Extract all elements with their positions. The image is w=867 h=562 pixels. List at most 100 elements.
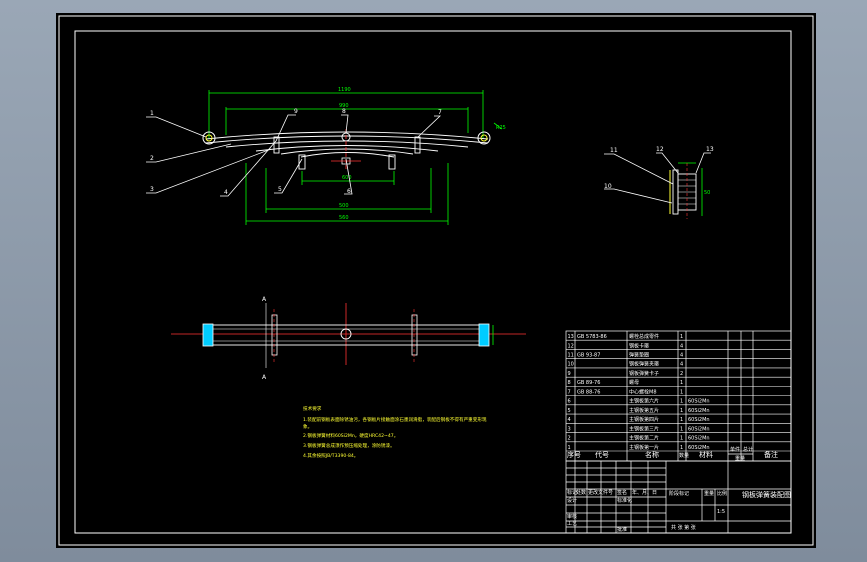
- balloon-10: 10: [604, 183, 612, 190]
- cad-drawing: 1190 990 560 500 600 R25: [58, 15, 814, 546]
- col-name: 名称: [645, 450, 659, 459]
- outer-frame: [58, 15, 814, 546]
- part-no: 7: [568, 389, 571, 395]
- tech-notes: 技术要求 1.装配前钢板表面除锈油污，各钢板片接触面涂石墨润滑脂，装配后钢板不得…: [303, 405, 487, 459]
- col-no: 序号: [567, 450, 581, 459]
- rev-count: 处数: [576, 489, 586, 496]
- part-qty: 4: [680, 362, 683, 368]
- balloon-4: 4: [224, 189, 228, 196]
- front-view: 1190 990 560 500 600 R25: [202, 87, 506, 225]
- tech-note-3: 3.钢板弹簧总成须作预压缩处理，涂防锈漆。: [303, 442, 395, 449]
- balloon-6: 6: [347, 188, 351, 195]
- part-no: 9: [568, 371, 571, 377]
- scale-label: 比例: [717, 490, 727, 497]
- part-no: 13: [568, 334, 574, 340]
- balloon-1: 1: [150, 110, 154, 117]
- part-name: 主钢板第五片: [629, 407, 659, 414]
- part-material: 60Si2Mn: [688, 417, 710, 423]
- tech-note-2: 2.钢板弹簧材料60Si2Mn，硬度HRC42~47。: [303, 432, 398, 439]
- part-no: 2: [568, 436, 571, 442]
- balloon-11: 11: [610, 147, 618, 154]
- dim-lower1: 500: [339, 203, 349, 209]
- dim-height: 50: [704, 190, 710, 196]
- col-code: 代号: [595, 450, 609, 459]
- part-qty: 1: [680, 426, 683, 432]
- part-no: 12: [568, 343, 574, 349]
- balloon-12: 12: [656, 146, 664, 153]
- col-note: 备注: [764, 450, 778, 459]
- role-approve: 批准: [617, 526, 627, 533]
- part-no: 1: [568, 445, 571, 451]
- part-qty: 1: [680, 389, 683, 395]
- col-weight: 重量: [735, 455, 745, 462]
- part-name: 主钢板第二片: [629, 435, 659, 442]
- balloon-2: 2: [150, 155, 154, 162]
- role-design: 设计: [567, 497, 577, 504]
- dim-overall: 1190: [338, 87, 351, 93]
- col-qty: 数量: [679, 452, 689, 459]
- rev-sign: 签名: [617, 489, 627, 496]
- part-qty: 1: [680, 445, 683, 451]
- drawing-title: 钢板弹簧装配图: [742, 490, 791, 499]
- part-name: 主钢板第三片: [629, 425, 659, 432]
- rev-doc: 更改文件号: [588, 489, 613, 496]
- part-code: GB 88-76: [577, 389, 600, 395]
- scale-value: 1:5: [717, 509, 725, 515]
- title-block-text: 钢板弹簧装配图 阶段标记 重量 比例 1:5 共 张 第 张 标记 处数 更改文…: [567, 489, 791, 533]
- tech-note-1b: 象。: [303, 423, 312, 430]
- tech-notes-heading: 技术要求: [303, 405, 322, 412]
- section-mark-bottom: A: [262, 374, 267, 381]
- part-material: 60Si2Mn: [688, 426, 710, 432]
- part-qty: 1: [680, 399, 683, 405]
- part-material: 60Si2Mn: [688, 445, 710, 451]
- dim-radius: R25: [496, 125, 506, 131]
- role-review: 审核: [567, 513, 577, 520]
- part-qty: 1: [680, 436, 683, 442]
- part-qty: 1: [680, 417, 683, 423]
- inner-frame: [74, 30, 792, 534]
- part-code: GB 5783-86: [577, 334, 607, 340]
- part-code: GB 89-76: [577, 380, 600, 386]
- part-qty: 4: [680, 343, 683, 349]
- col-material: 材料: [699, 450, 713, 459]
- balloon-9: 9: [294, 108, 298, 115]
- part-qty: 1: [680, 334, 683, 340]
- role-standard: 标准化: [617, 497, 632, 504]
- part-name: 主钢板第一片: [629, 444, 659, 451]
- tech-note-4: 4.其余按照JB/T3390-84。: [303, 452, 358, 459]
- part-qty: 1: [680, 380, 683, 386]
- front-leaders: [146, 114, 441, 197]
- tech-note-1: 1.装配前钢板表面除锈油污，各钢板片接触面涂石墨润滑脂，装配后钢板不得有严重变形…: [303, 416, 487, 423]
- part-no: 5: [568, 408, 571, 414]
- part-name: 钢板弹簧夹箍: [629, 361, 659, 368]
- balloon-5: 5: [278, 186, 282, 193]
- dim-lower2: 560: [339, 215, 349, 221]
- part-material: 60Si2Mn: [688, 436, 710, 442]
- dim-chord: 990: [339, 103, 349, 109]
- part-no: 10: [568, 362, 574, 368]
- part-qty: 2: [680, 371, 683, 377]
- balloon-7: 7: [438, 109, 442, 116]
- parts-list: [565, 330, 792, 462]
- role-process: 工艺: [567, 521, 577, 527]
- top-view: A A: [171, 296, 526, 381]
- part-name: 主钢板第六片: [629, 398, 659, 405]
- part-material: 60Si2Mn: [688, 408, 710, 414]
- part-no: 8: [568, 380, 571, 386]
- part-name: 主钢板第四片: [629, 416, 659, 423]
- drawing-sheet: 1190 990 560 500 600 R25: [56, 13, 816, 548]
- part-name: 螺母: [629, 379, 639, 386]
- part-no: 4: [568, 417, 571, 423]
- part-qty: 1: [680, 408, 683, 414]
- sheets-label: 共 张 第 张: [671, 524, 696, 531]
- dim-center: 600: [342, 175, 352, 181]
- col-total-weight: 总计: [743, 446, 753, 453]
- part-qty: 4: [680, 352, 683, 358]
- stage-label: 阶段标记: [669, 490, 689, 497]
- section-mark-top: A: [262, 296, 267, 303]
- side-leaders: [604, 152, 711, 204]
- part-material: 60Si2Mn: [688, 399, 710, 405]
- part-name: 钢板卡箍: [629, 342, 649, 349]
- part-name: 弹簧垫圈: [629, 351, 649, 358]
